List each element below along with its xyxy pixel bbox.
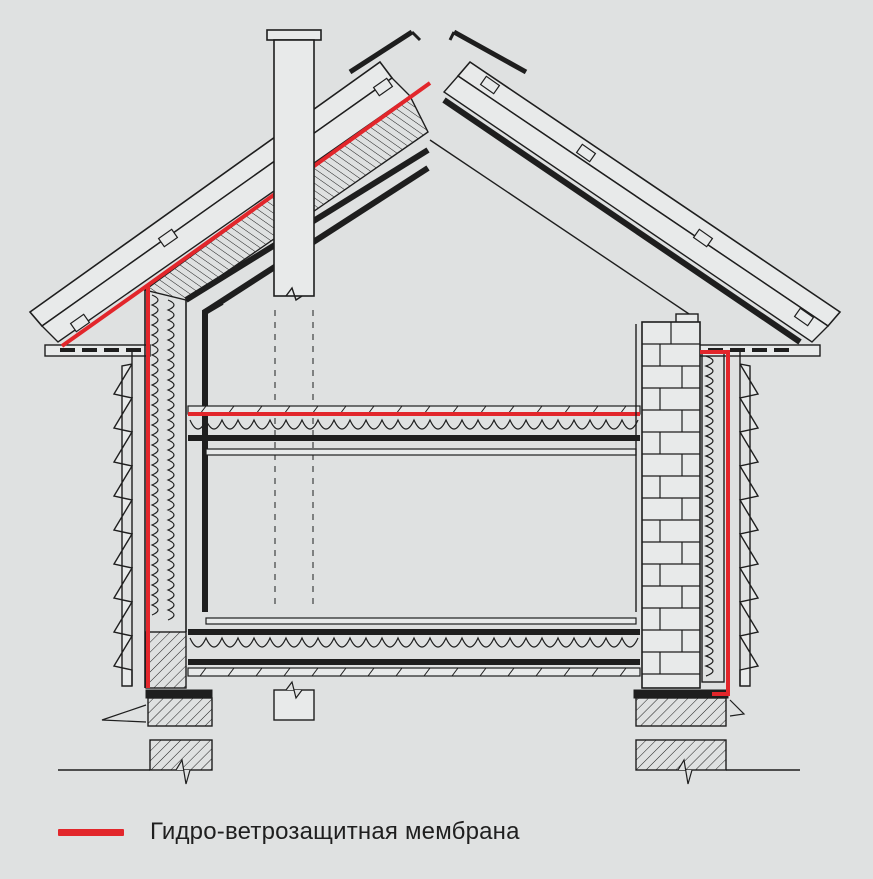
legend-label: Гидро-ветрозащитная мембрана: [150, 818, 520, 845]
left-roof: [28, 29, 430, 357]
right-wall-siding: [738, 363, 760, 687]
right-wall-brick: [641, 321, 701, 689]
legend: Гидро-ветрозащитная мембрана: [58, 812, 520, 852]
chimney: [266, 29, 322, 608]
membrane-right-wall: [700, 350, 730, 696]
red-line-icon: [58, 828, 124, 836]
left-wall-insulation: [150, 294, 175, 621]
ground-floor: [187, 324, 641, 721]
right-wall: [633, 321, 800, 785]
right-roof: [429, 29, 842, 357]
left-wall: [58, 290, 224, 785]
membrane-left-roof: [60, 81, 432, 348]
left-wall-siding: [112, 363, 134, 687]
